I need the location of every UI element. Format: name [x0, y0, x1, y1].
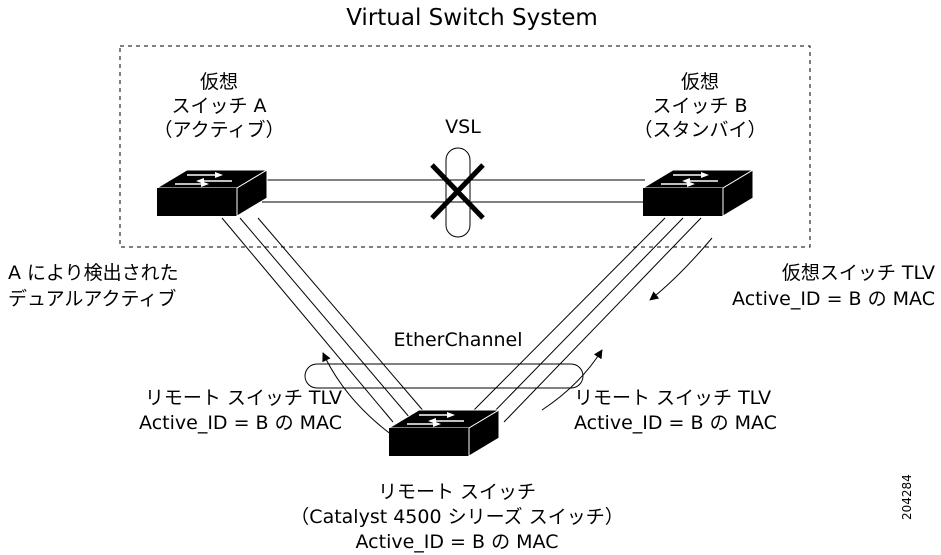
switch-b-label: 仮想 スイッチ B （スタンバイ）: [633, 70, 766, 142]
remote-switch-icon: [388, 409, 500, 457]
switch-a-icon: [156, 169, 268, 217]
dual-active-note: A により検出された デュアルアクティブ: [8, 260, 179, 312]
vswitch-tlv-line-2: Active_ID = B の MAC: [732, 288, 935, 310]
remote-switch-line-3: Active_ID = B の MAC: [355, 531, 559, 553]
dual-active-line-2: デュアルアクティブ: [8, 288, 177, 310]
remote-tlv-left-line-1: リモート スイッチ TLV: [144, 387, 342, 409]
remote-tlv-right-arrow: [541, 349, 603, 411]
switch-b-line-2: スイッチ B: [652, 95, 748, 117]
vsl-bundle-oval: [445, 147, 471, 238]
figure-id: 204284: [900, 474, 914, 520]
remote-switch-line-1: リモート スイッチ: [377, 481, 537, 503]
remote-tlv-right-label: リモート スイッチ TLV Active_ID = B の MAC: [574, 386, 777, 436]
vswitch-tlv-line-1: 仮想スイッチ TLV: [781, 262, 935, 284]
vss-boundary: [119, 45, 811, 248]
dual-active-line-1: A により検出された: [8, 262, 179, 284]
vsl-label: VSL: [445, 116, 481, 138]
diagram-title: Virtual Switch System: [346, 5, 598, 31]
etherchannel-oval: [304, 363, 584, 389]
remote-tlv-right-line-2: Active_ID = B の MAC: [574, 412, 777, 434]
switch-b-line-3: （スタンバイ）: [633, 119, 767, 141]
remote-switch-line-2: （Catalyst 4500 シリーズ スイッチ）: [290, 506, 624, 528]
switch-a-label: 仮想 スイッチ A （アクティブ）: [154, 70, 285, 142]
remote-tlv-left-arrow: [322, 352, 393, 436]
switch-b-line-1: 仮想: [680, 71, 720, 93]
vsl-failure-x-icon: [430, 163, 485, 220]
switch-a-line-1: 仮想: [199, 71, 239, 93]
vswitch-tlv-label: 仮想スイッチ TLV Active_ID = B の MAC: [732, 260, 935, 312]
etherchannel-label: EtherChannel: [393, 329, 523, 351]
switch-a-line-2: スイッチ A: [171, 95, 267, 117]
remote-tlv-left-line-2: Active_ID = B の MAC: [139, 412, 342, 434]
remote-tlv-left-label: リモート スイッチ TLV Active_ID = B の MAC: [139, 386, 342, 436]
remote-tlv-right-line-1: リモート スイッチ TLV: [574, 387, 772, 409]
vswitch-tlv-arrow: [649, 237, 713, 301]
switch-a-line-3: （アクティブ）: [153, 119, 285, 141]
switch-b-icon: [642, 169, 754, 217]
remote-switch-label: リモート スイッチ （Catalyst 4500 シリーズ スイッチ） Acti…: [290, 480, 623, 555]
